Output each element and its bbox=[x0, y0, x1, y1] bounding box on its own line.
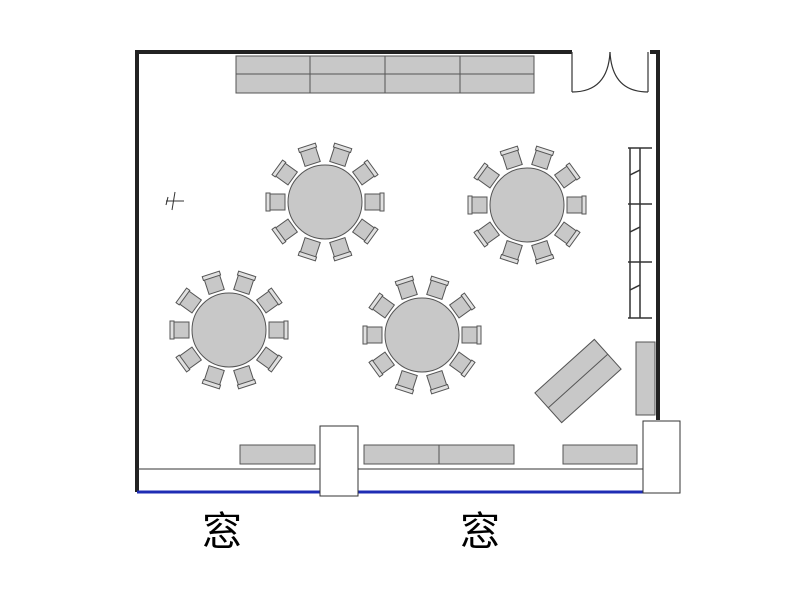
chair bbox=[426, 369, 450, 395]
chair bbox=[271, 218, 299, 245]
chair bbox=[329, 236, 353, 262]
table-bottom-left bbox=[169, 270, 289, 390]
right-wall-shelves bbox=[628, 147, 652, 319]
table-top-left bbox=[265, 142, 385, 262]
chair bbox=[499, 145, 523, 171]
chair bbox=[175, 287, 203, 314]
chair bbox=[362, 325, 383, 345]
round-table bbox=[489, 167, 565, 243]
chair bbox=[297, 142, 321, 168]
chair bbox=[329, 142, 353, 168]
chair bbox=[461, 325, 482, 345]
chair bbox=[351, 218, 379, 245]
chair bbox=[271, 159, 299, 186]
chair bbox=[201, 270, 225, 296]
chair bbox=[255, 287, 283, 314]
window-label-left: 窓 bbox=[202, 509, 242, 555]
chair bbox=[448, 351, 476, 378]
chair bbox=[473, 221, 501, 248]
wall-top-left bbox=[135, 50, 572, 492]
chair bbox=[448, 292, 476, 319]
round-table bbox=[287, 164, 363, 240]
chair bbox=[467, 195, 488, 215]
walls bbox=[135, 50, 660, 492]
pillar-center bbox=[319, 425, 359, 497]
tables-layer bbox=[169, 142, 587, 395]
airplane-icon bbox=[165, 191, 184, 211]
chair bbox=[394, 275, 418, 301]
chair bbox=[499, 239, 523, 265]
chair bbox=[426, 275, 450, 301]
chair bbox=[364, 192, 385, 212]
chair bbox=[265, 192, 286, 212]
chair bbox=[268, 320, 289, 340]
chair bbox=[368, 351, 396, 378]
chair bbox=[175, 346, 203, 373]
chair bbox=[351, 159, 379, 186]
chair bbox=[201, 364, 225, 390]
chair bbox=[531, 239, 555, 265]
chair bbox=[368, 292, 396, 319]
chair bbox=[531, 145, 555, 171]
table-bottom-center bbox=[362, 275, 482, 395]
pillar-right bbox=[642, 420, 681, 494]
room-floor bbox=[137, 52, 658, 492]
chair bbox=[566, 195, 587, 215]
chair bbox=[473, 162, 501, 189]
top-counter bbox=[235, 55, 535, 94]
round-table bbox=[384, 297, 460, 373]
chair bbox=[169, 320, 190, 340]
window-label-right: 窓 bbox=[460, 509, 500, 555]
chair bbox=[394, 369, 418, 395]
right-cabinet bbox=[635, 341, 656, 416]
round-table bbox=[191, 292, 267, 368]
chair bbox=[553, 162, 581, 189]
door-swing-icon bbox=[571, 51, 649, 93]
chair bbox=[233, 364, 257, 390]
chair bbox=[297, 236, 321, 262]
chair bbox=[553, 221, 581, 248]
bottom-counters bbox=[239, 444, 638, 465]
chair bbox=[233, 270, 257, 296]
table-top-right bbox=[467, 145, 587, 265]
angled-bench bbox=[534, 338, 622, 424]
chair bbox=[255, 346, 283, 373]
